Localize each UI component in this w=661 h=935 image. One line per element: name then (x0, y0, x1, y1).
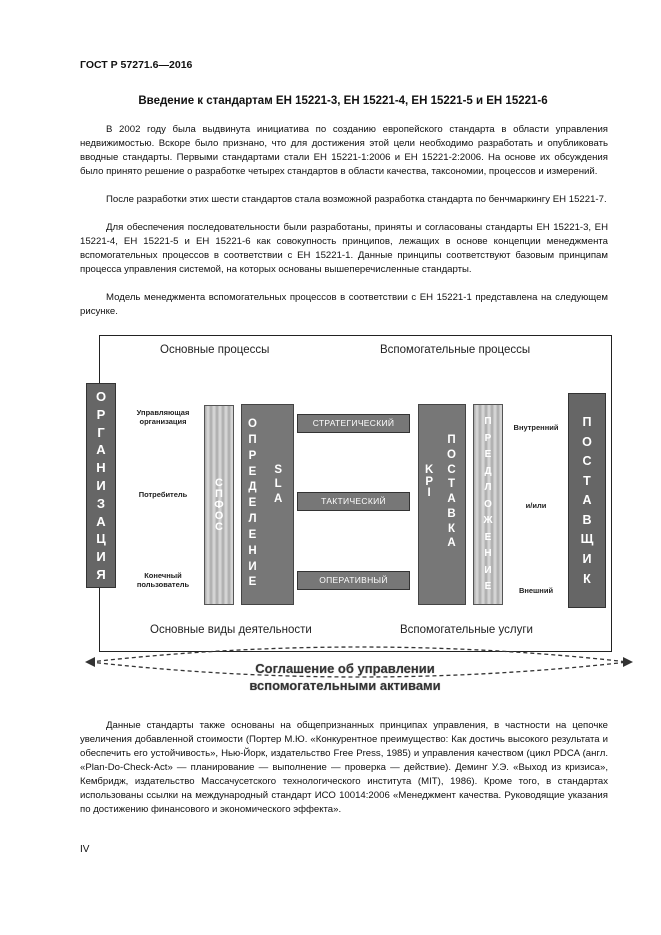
sla-letter: A (274, 492, 283, 505)
label-end-user: Конечный пользователь (136, 571, 190, 589)
supplier-letter: В (582, 512, 592, 527)
supplier-letter: П (582, 415, 592, 429)
paragraph-1: В 2002 году была выдвинута инициатива по… (80, 124, 608, 177)
offer-letter: Е (484, 449, 492, 460)
delivery-letter: С (447, 463, 456, 476)
organization-letter: О (95, 389, 107, 404)
definition-letter: Е (248, 576, 257, 589)
delivery-letter: Т (447, 478, 455, 491)
definition-letter: П (248, 433, 257, 446)
label-main-processes: Основные процессы (160, 344, 270, 356)
supplier-letter: С (582, 454, 592, 469)
delivery-letter: А (447, 537, 456, 550)
supplier-letter: О (582, 434, 592, 449)
kpi-letter: P (425, 475, 433, 488)
section-title: Введение к стандартам ЕН 15221-3, ЕН 152… (138, 95, 548, 107)
definition-letter: Д (248, 481, 257, 494)
delivery-letter: К (447, 522, 455, 535)
level-tactical: ТАКТИЧЕСКИЙ (297, 492, 410, 511)
organization-letter: Г (97, 424, 105, 440)
offer-letter: П (484, 416, 492, 427)
sfos-letter: Ф (214, 498, 224, 511)
offer-letter: И (484, 564, 492, 576)
page-number: IV (80, 844, 90, 855)
definition-letter: Л (248, 513, 257, 526)
delivery-letter: О (447, 448, 456, 461)
definition-letter: И (248, 560, 257, 573)
delivery-letter: В (447, 507, 456, 520)
offer-letter: Е (484, 531, 492, 543)
organization-letter: А (96, 513, 106, 529)
label-internal: Внутренний (513, 423, 559, 432)
offer-letter: Л (484, 482, 492, 493)
document-header: ГОСТ Р 57271.6—2016 (80, 59, 193, 71)
agreement-arc (85, 646, 633, 678)
kpi-letter: K (425, 464, 434, 476)
supplier-letter: К (583, 571, 591, 586)
label-main-activities: Основные виды деятельности (150, 624, 312, 636)
offer-letter: Н (484, 548, 492, 559)
paragraph-3: Для обеспечения последовательности были … (80, 222, 608, 275)
sfos-letter: О (214, 509, 224, 522)
supplier-letter: А (582, 493, 592, 508)
organization-letter: И (96, 477, 106, 493)
supplier-letter: Щ (580, 532, 594, 547)
organization-letter: А (96, 442, 106, 458)
offer-letter: Д (484, 465, 492, 477)
paragraph-5: Данные стандарты также основаны на общеп… (80, 720, 608, 815)
offer-letter: О (484, 498, 492, 510)
label-external: Внешний (518, 586, 554, 595)
level-operational: ОПЕРАТИВНЫЙ (297, 571, 410, 590)
offer-letter: Р (484, 432, 492, 444)
sla-letter: S (274, 464, 282, 476)
organization-letter: И (96, 549, 106, 565)
label-management-org: Управляющая организация (136, 408, 190, 426)
organization-letter: Ц (96, 531, 106, 547)
definition-letter: Е (248, 497, 257, 510)
label-consumer: Потребитель (138, 490, 188, 499)
definition-letter: О (248, 418, 257, 430)
level-strategic: СТРАТЕГИЧЕСКИЙ (297, 414, 410, 433)
organization-letter: З (96, 495, 106, 511)
sfos-letter: С (215, 520, 223, 533)
paragraph-2: После разработки этих шести стандартов с… (106, 194, 607, 205)
delivery-letter: П (447, 434, 456, 446)
definition-letter: Е (248, 528, 257, 541)
organization-letter: Р (96, 406, 106, 422)
agreement-line-2: вспомогательными активами (249, 678, 441, 693)
offer-letter: Ж (483, 515, 493, 526)
label-support-processes: Вспомогательные процессы (380, 344, 531, 356)
delivery-letter: А (447, 493, 456, 506)
kpi-letter: I (427, 487, 431, 499)
sfos-letter: П (215, 487, 223, 500)
definition-letter: Н (248, 544, 257, 557)
paragraph-4: Модель менеджмента вспомогательных проце… (80, 292, 608, 317)
label-support-services: Вспомогательные услуги (400, 624, 533, 636)
sfos-letter: С (215, 476, 223, 489)
supplier-letter: Т (583, 473, 591, 488)
definition-letter: Е (248, 465, 257, 478)
sla-letter: L (274, 478, 282, 491)
offer-letter: Е (484, 581, 492, 592)
supplier-letter: И (582, 551, 592, 566)
definition-letter: Р (248, 449, 257, 462)
organization-letter: Н (96, 460, 106, 476)
organization-letter: Я (96, 566, 106, 582)
agreement-line-1: Соглашение об управлении (255, 661, 435, 676)
label-and-or: и/или (525, 501, 547, 510)
